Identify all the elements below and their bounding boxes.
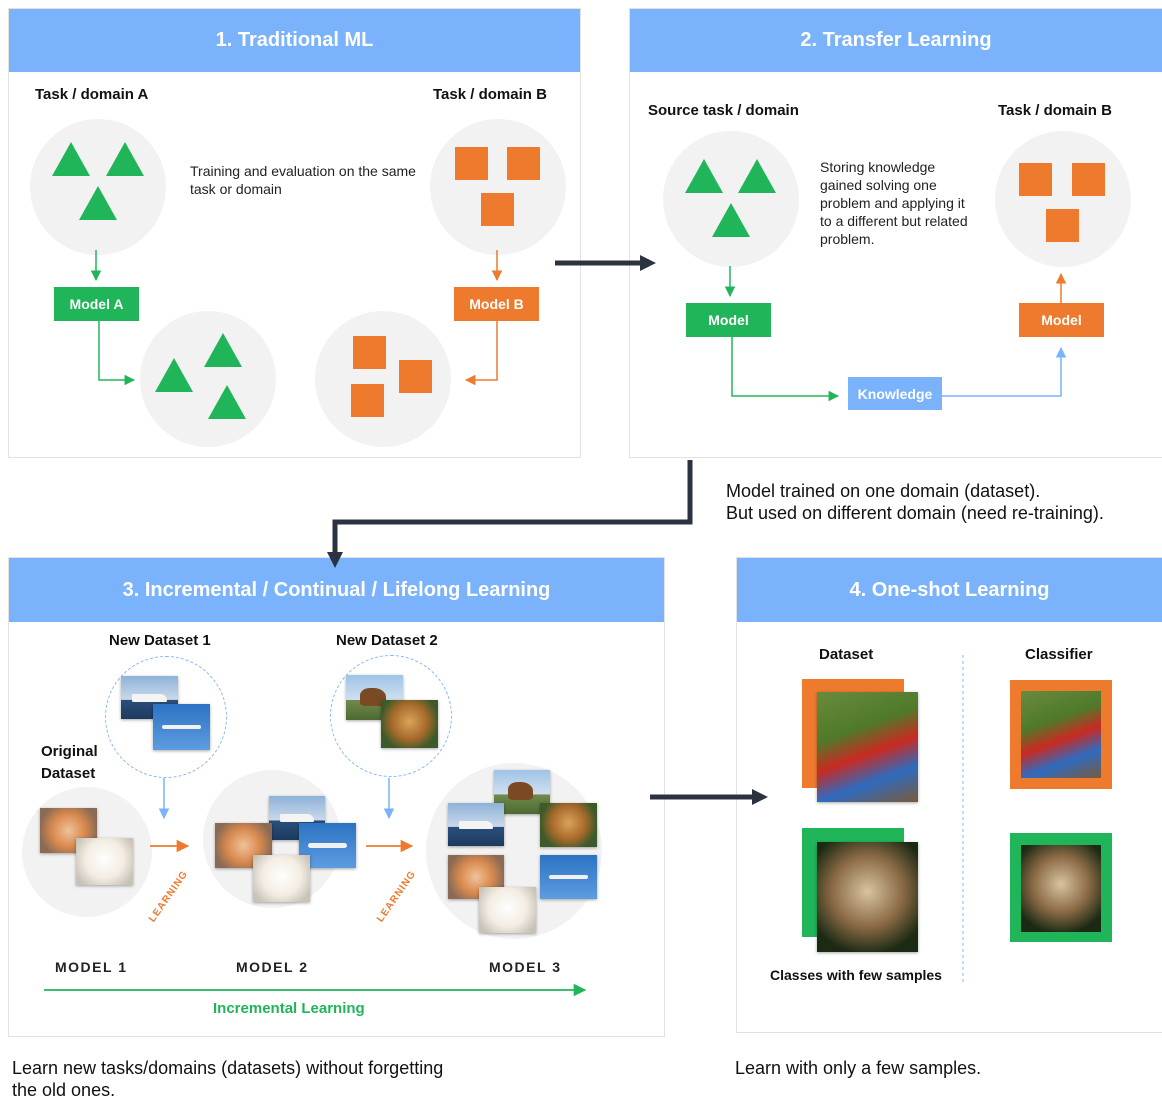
panel-incremental-title: 3. Incremental / Continual / Lifelong Le…	[9, 558, 664, 622]
transfer-caption-line2: But used on different domain (need re-tr…	[726, 503, 1104, 523]
square-shape	[353, 336, 386, 369]
panel-transfer-title: 2. Transfer Learning	[630, 9, 1162, 72]
arrow-model-to-knowledge	[731, 337, 840, 402]
airplane-image	[540, 855, 597, 899]
model-a-box: Model A	[54, 287, 139, 321]
dataset-label: Dataset	[819, 646, 874, 663]
panel-oneshot-title: 4. One-shot Learning	[737, 558, 1162, 622]
arrow-model-a-to-eval	[98, 321, 136, 386]
triangle-shape	[106, 142, 144, 176]
transfer-caption-line1: Model trained on one domain (dataset).	[726, 481, 1041, 501]
parrot-classified-image	[1021, 691, 1101, 778]
square-shape	[507, 147, 540, 180]
transfer-model-b-box: Model	[1019, 303, 1104, 337]
square-shape	[399, 360, 432, 393]
parrot-image	[817, 692, 918, 802]
transfer-model-box: Model	[686, 303, 771, 337]
triangle-shape	[155, 358, 193, 392]
source-task-label: Source task / domain	[648, 102, 799, 119]
original-dataset-line2: Dataset	[41, 765, 96, 782]
task-a-label: Task / domain A	[35, 86, 149, 103]
few-samples-label: Classes with few samples	[770, 967, 942, 983]
model-b-box: Model B	[454, 287, 539, 321]
circle-target	[995, 131, 1131, 267]
triangle-shape	[52, 142, 90, 176]
square-shape	[481, 193, 514, 226]
task-b-label: Task / domain B	[433, 86, 547, 103]
original-dataset-line1: Original	[41, 743, 98, 760]
incremental-caption: Learn new tasks/domains (datasets) witho…	[12, 1057, 443, 1101]
triangle-shape	[685, 159, 723, 193]
triangle-shape	[204, 333, 242, 367]
arrow-knowledge-to-model-b	[942, 346, 1067, 397]
knowledge-box: Knowledge	[848, 377, 942, 410]
dog-image	[253, 855, 310, 902]
owl-image	[817, 842, 918, 952]
new-dataset-2-label: New Dataset 2	[336, 632, 438, 649]
triangle-shape	[738, 159, 776, 193]
model-3-label: MODEL 3	[489, 959, 562, 975]
incremental-caption-line1: Learn new tasks/domains (datasets) witho…	[12, 1058, 444, 1078]
arrow-panel2-to-panel3	[326, 460, 693, 569]
oneshot-caption: Learn with only a few samples.	[735, 1058, 982, 1078]
transfer-task-b-label: Task / domain B	[998, 102, 1112, 119]
original-dataset-label: Original Dataset	[41, 741, 98, 785]
incremental-caption-line2: the old ones.	[12, 1080, 116, 1100]
lion-image	[381, 700, 438, 748]
square-shape	[1072, 163, 1105, 196]
transfer-description: Storing knowledge gained solving one pro…	[820, 159, 968, 247]
airplane-image	[153, 704, 210, 750]
transfer-caption: Model trained on one domain (dataset). B…	[726, 480, 1104, 524]
arrow-model-b-to-eval	[464, 321, 498, 386]
yacht-image	[448, 803, 504, 846]
owl-classified-image	[1021, 845, 1101, 932]
square-shape	[351, 384, 384, 417]
dog-image	[479, 887, 536, 933]
traditional-description: Training and evaluation on the same task…	[190, 163, 416, 197]
dog-image	[76, 838, 133, 885]
square-shape	[455, 147, 488, 180]
lion-image	[540, 803, 597, 847]
triangle-shape	[712, 203, 750, 237]
circle-source	[663, 131, 799, 267]
classifier-label: Classifier	[1025, 646, 1093, 663]
square-shape	[1019, 163, 1052, 196]
new-dataset-1-label: New Dataset 1	[109, 632, 211, 649]
square-shape	[1046, 209, 1079, 242]
panel-traditional-title: 1. Traditional ML	[9, 9, 580, 72]
circle-task-b	[430, 119, 566, 255]
model-1-label: MODEL 1	[55, 959, 128, 975]
triangle-shape	[79, 186, 117, 220]
panel-one-shot-learning: 4. One-shot Learning	[736, 557, 1162, 1033]
incremental-learning-label: Incremental Learning	[213, 1000, 365, 1017]
model-2-label: MODEL 2	[236, 959, 309, 975]
triangle-shape	[208, 385, 246, 419]
